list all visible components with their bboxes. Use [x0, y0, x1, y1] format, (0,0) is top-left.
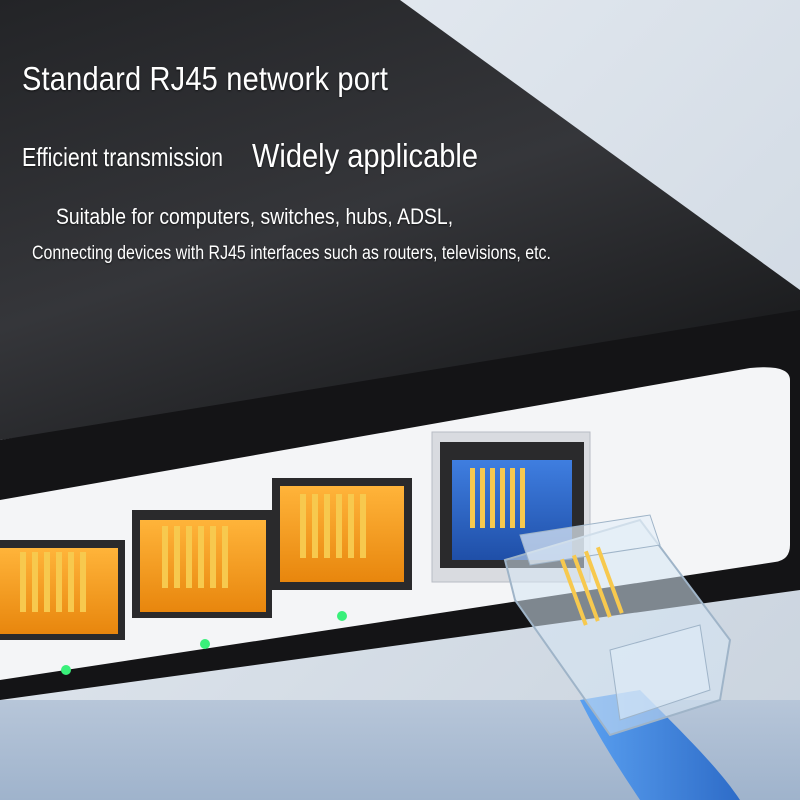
port-1 — [0, 540, 125, 640]
rj45-connector — [503, 514, 732, 737]
led-indicator — [200, 639, 210, 649]
description-line2: Connecting devices with RJ45 interfaces … — [32, 243, 551, 264]
subheadline-part1: Efficient transmission — [22, 142, 224, 172]
led-indicator — [337, 611, 347, 621]
led-indicator — [61, 665, 71, 675]
headline-text: Standard RJ45 network port — [22, 60, 389, 97]
subheadline-part2: Widely applicable — [252, 137, 478, 174]
port-blue — [431, 431, 591, 583]
port-3 — [272, 478, 412, 590]
port-2 — [132, 510, 272, 618]
description-line1: Suitable for computers, switches, hubs, … — [56, 204, 454, 229]
switch-top-surface — [0, 0, 800, 440]
